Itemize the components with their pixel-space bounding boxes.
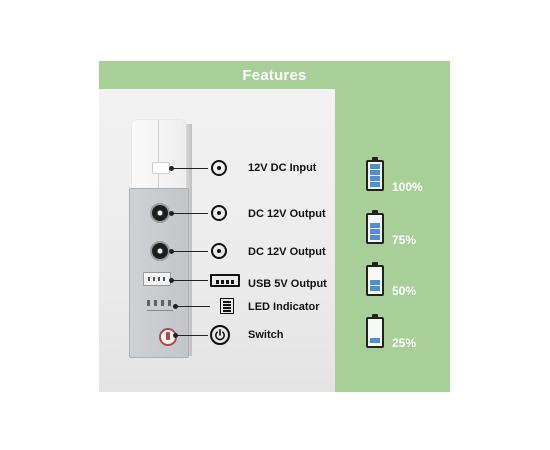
led-indicator-icon — [220, 298, 234, 314]
battery-100-icon — [366, 157, 384, 191]
device-led-indicators — [147, 300, 175, 311]
connector-line — [173, 333, 208, 338]
connector-line — [169, 249, 208, 254]
device-side — [186, 124, 192, 356]
battery-25-label: 25% — [392, 336, 417, 350]
feature-label-led-indicator: LED Indicator — [248, 301, 320, 313]
feature-label-usb-output: USB 5V Output — [248, 278, 327, 290]
device-usb-port — [143, 272, 171, 286]
feature-label-dc-output-1: DC 12V Output — [248, 208, 326, 220]
usb-port-icon — [210, 274, 240, 287]
connector-line — [173, 304, 210, 309]
feature-label-switch: Switch — [248, 329, 284, 341]
connector-line — [169, 166, 208, 171]
dc-output-jack-icon — [211, 205, 227, 221]
device-dc-input-port — [152, 162, 170, 174]
feature-label-dc-output-2: DC 12V Output — [248, 246, 326, 258]
feature-label-dc-input: 12V DC Input — [248, 162, 317, 174]
connector-line — [169, 278, 208, 283]
battery-level-panel — [335, 89, 450, 392]
features-title: Features — [242, 66, 307, 84]
battery-75-label: 75% — [392, 233, 417, 247]
battery-75-icon — [366, 210, 384, 244]
battery-25-icon — [366, 314, 384, 348]
dc-output-jack-icon — [211, 243, 227, 259]
device-dc-output-jack-1 — [150, 203, 170, 223]
features-banner: Features — [99, 61, 450, 89]
battery-50-label: 50% — [392, 284, 417, 298]
device-dc-output-jack-2 — [150, 241, 170, 261]
device-top-cover — [132, 120, 186, 190]
dc-input-jack-icon — [211, 160, 227, 176]
power-switch-icon — [210, 325, 230, 345]
battery-50-icon — [366, 262, 384, 296]
connector-line — [169, 211, 208, 216]
battery-100-label: 100% — [392, 180, 423, 194]
